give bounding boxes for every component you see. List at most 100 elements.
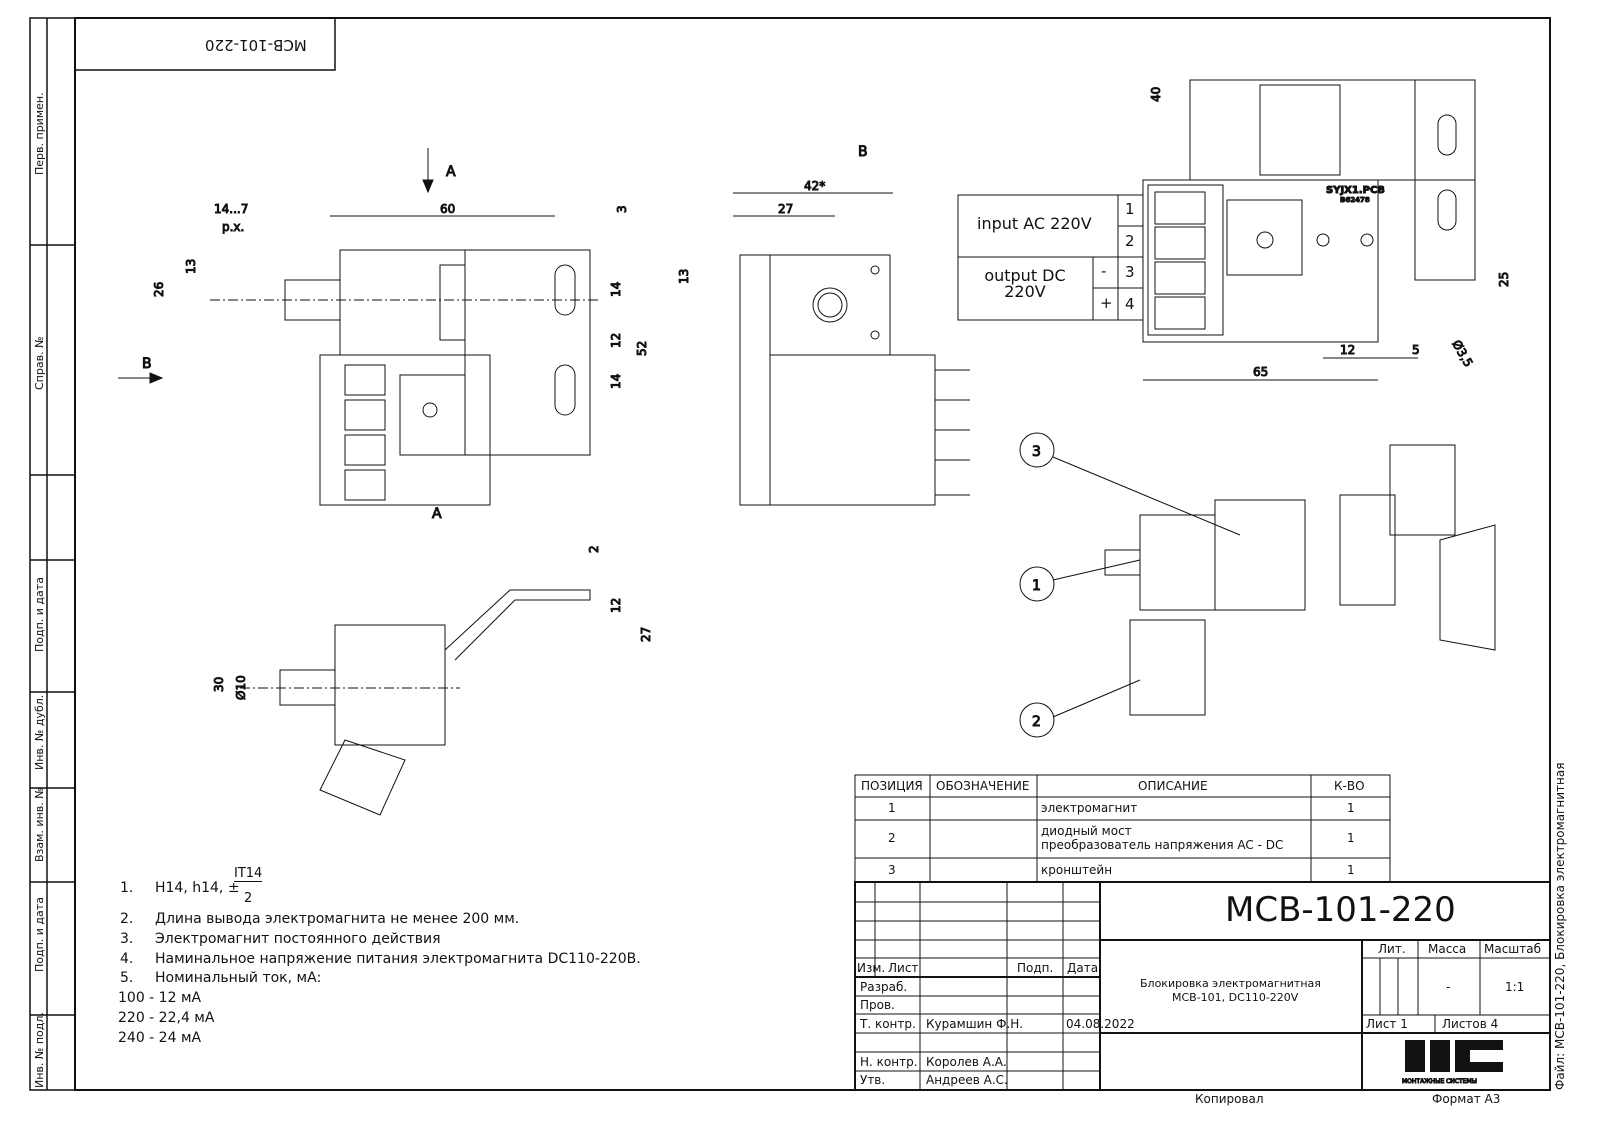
pin-3: 3: [1125, 263, 1135, 281]
approved-label: Утв.: [860, 1073, 886, 1087]
svg-text:65: 65: [1253, 365, 1268, 379]
row-description: кронштейн: [1041, 863, 1113, 877]
row-description: электромагнит: [1041, 801, 1138, 815]
header-position: ПОЗИЦИЯ: [861, 779, 923, 793]
row-qty: 1: [1347, 863, 1355, 877]
row-qty: 1: [1347, 831, 1355, 845]
svg-text:2: 2: [1032, 714, 1041, 730]
mass-value: -: [1446, 980, 1451, 994]
developer-label: Разраб.: [860, 980, 908, 994]
svg-text:3: 3: [615, 205, 629, 213]
note-1-frac-top: IT14: [234, 866, 263, 882]
row-pos: 1: [888, 801, 896, 815]
svg-text:27: 27: [778, 202, 793, 216]
current-value: 220 - 22,4 мА: [118, 1010, 215, 1026]
document-name: Блокировка электромагнитная: [1140, 977, 1321, 990]
svg-text:13: 13: [184, 259, 198, 274]
pin-2: 2: [1125, 232, 1135, 250]
pin-4: 4: [1125, 295, 1135, 313]
tech-control-name: Курамшин Ф.Н.: [926, 1017, 1024, 1031]
header-qty: К-ВО: [1334, 779, 1365, 793]
format-label: Формат А3: [1432, 1092, 1501, 1106]
output-label: output DC 220V: [984, 266, 1066, 301]
file-label: Файл: MCB-101-220, Блокировка электромаг…: [1553, 762, 1567, 1090]
document-code: MCB-101-220: [1225, 890, 1456, 930]
svg-text:27: 27: [639, 627, 653, 642]
svg-text:14: 14: [609, 374, 623, 389]
current-value: 240 - 24 мА: [118, 1030, 202, 1046]
svg-text:12: 12: [609, 598, 623, 613]
stamp-code: MCB-101-220: [205, 36, 307, 54]
scale-value: 1:1: [1505, 980, 1525, 994]
title-block-lines: [854, 881, 1551, 1091]
svg-text:B62478: B62478: [1340, 196, 1370, 204]
svg-text:A: A: [432, 506, 442, 522]
note-text: Номинальный ток, мА:: [155, 970, 322, 986]
svg-text:A: A: [446, 164, 456, 180]
tech-control-date: 04.08.2022: [1066, 1017, 1135, 1031]
checker-label: Пров.: [860, 998, 895, 1012]
current-value: 100 - 12 мА: [118, 990, 202, 1006]
svg-text:12: 12: [1340, 343, 1355, 357]
note-1-frac-bot: 2: [244, 891, 253, 906]
input-label: input AC 220V: [977, 214, 1092, 233]
scale-label: Масштаб: [1484, 942, 1542, 956]
svg-text:Ø10: Ø10: [234, 675, 248, 700]
top-view: [240, 589, 591, 816]
row-qty: 1: [1347, 801, 1355, 815]
svg-text:B: B: [142, 356, 152, 372]
svg-text:SYJX1.PCB: SYJX1.PCB: [1326, 185, 1385, 196]
svg-text:25: 25: [1497, 272, 1511, 287]
row-description-2: преобразователь напряжения AC - DC: [1041, 838, 1284, 852]
svg-text:2: 2: [587, 545, 601, 553]
note-num: 3.: [120, 931, 134, 947]
side-label-vzam: Взам. инв. №: [33, 787, 46, 862]
list-label: Лист: [888, 961, 919, 975]
side-label-inv-podl: Инв. № подл.: [33, 1012, 46, 1088]
note-text: Наминальное напряжение питания электрома…: [155, 951, 641, 967]
mass-label: Масса: [1428, 942, 1467, 956]
svg-text:МОНТАЖНЫЕ СИСТЕМЫ: МОНТАЖНЫЕ СИСТЕМЫ: [1402, 1078, 1477, 1085]
pcb-view: [957, 79, 1476, 343]
svg-text:1: 1: [1032, 578, 1041, 594]
note-text: Длина вывода электромагнита не менее 200…: [155, 911, 520, 927]
header-description: ОПИСАНИЕ: [1138, 779, 1208, 793]
svg-text:26: 26: [152, 282, 166, 297]
svg-text:52: 52: [635, 341, 649, 356]
side-label-inv-dubl: Инв. № дубл.: [33, 694, 46, 770]
left-strip: [29, 17, 76, 1091]
svg-text:13: 13: [677, 269, 691, 284]
sheet-number: Лист 1: [1366, 1017, 1408, 1031]
norm-control-name: Королев А.А.: [926, 1055, 1007, 1069]
pin-1: 1: [1125, 200, 1135, 218]
svg-text:40: 40: [1149, 87, 1163, 102]
row-description: диодный мост: [1041, 824, 1132, 838]
row-pos: 3: [888, 863, 896, 877]
side-label-sprav: Справ. №: [33, 336, 46, 390]
norm-control-label: Н. контр.: [860, 1055, 918, 1069]
stamp-box: [74, 17, 336, 71]
note-1-num: 1.: [120, 880, 134, 896]
note-num: 2.: [120, 911, 134, 927]
svg-text:5: 5: [1412, 343, 1420, 357]
tech-control-label: Т. контр.: [860, 1017, 916, 1031]
svg-text:42*: 42*: [804, 179, 825, 193]
signature-label: Подп.: [1017, 961, 1054, 975]
note-1-text: H14, h14, ±: [155, 880, 240, 896]
side-label-perv: Перв. примен.: [33, 92, 46, 175]
approved-name: Андреев А.С.: [926, 1073, 1008, 1087]
front-view: [210, 249, 600, 506]
company-logo: [1405, 1040, 1503, 1072]
side-label-podp1: Подп. и дата: [33, 577, 46, 652]
note-num: 4.: [120, 951, 134, 967]
row-pos: 2: [888, 831, 896, 845]
svg-text:3: 3: [1032, 444, 1041, 460]
date-label: Дата: [1067, 961, 1099, 975]
side-label-podp2: Подп. и дата: [33, 897, 46, 972]
sheet-count: Листов 4: [1442, 1017, 1499, 1031]
svg-text:14...7: 14...7: [214, 202, 248, 216]
svg-text:Ø3,5: Ø3,5: [1449, 338, 1475, 370]
note-num: 5.: [120, 970, 134, 986]
isometric-view: [1019, 432, 1496, 738]
